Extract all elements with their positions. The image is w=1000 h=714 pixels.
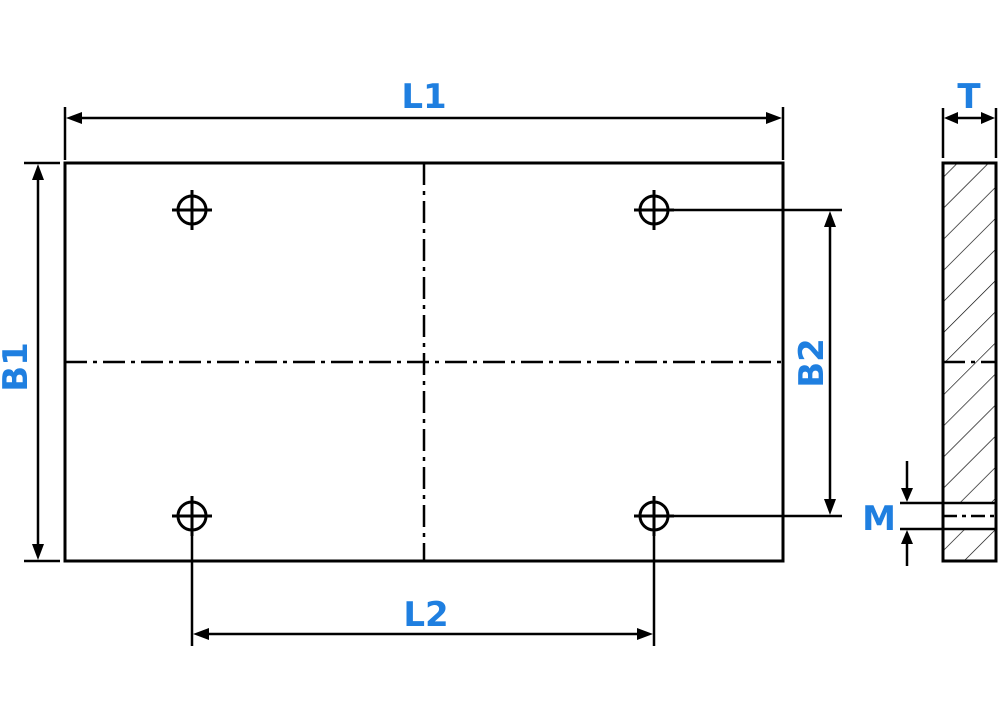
- hole-top-left: [172, 190, 212, 230]
- dimension-b2: B2: [668, 208, 842, 518]
- arrowhead: [901, 530, 913, 544]
- arrowhead: [32, 544, 44, 560]
- label-t: T: [957, 77, 981, 117]
- arrowhead: [193, 628, 209, 640]
- dimension-b1: B1: [0, 161, 60, 563]
- side-view: [900, 161, 998, 563]
- arrowhead: [824, 499, 836, 515]
- arrowhead: [944, 112, 958, 124]
- label-l2: L2: [403, 595, 448, 635]
- label-b2: B2: [792, 338, 832, 388]
- arrowhead: [901, 488, 913, 502]
- dimension-l2: L2: [190, 530, 656, 646]
- arrowhead: [824, 211, 836, 227]
- arrowhead: [637, 628, 653, 640]
- label-b1: B1: [0, 342, 36, 392]
- arrowhead: [981, 112, 995, 124]
- dimension-m: M: [862, 461, 913, 566]
- arrowhead: [32, 164, 44, 180]
- front-view: [63, 161, 785, 563]
- dimension-t: T: [941, 77, 998, 158]
- arrowhead: [766, 112, 782, 124]
- dimension-l1: L1: [63, 77, 785, 160]
- label-l1: L1: [401, 77, 446, 117]
- label-m: M: [862, 499, 896, 539]
- arrowhead: [66, 112, 82, 124]
